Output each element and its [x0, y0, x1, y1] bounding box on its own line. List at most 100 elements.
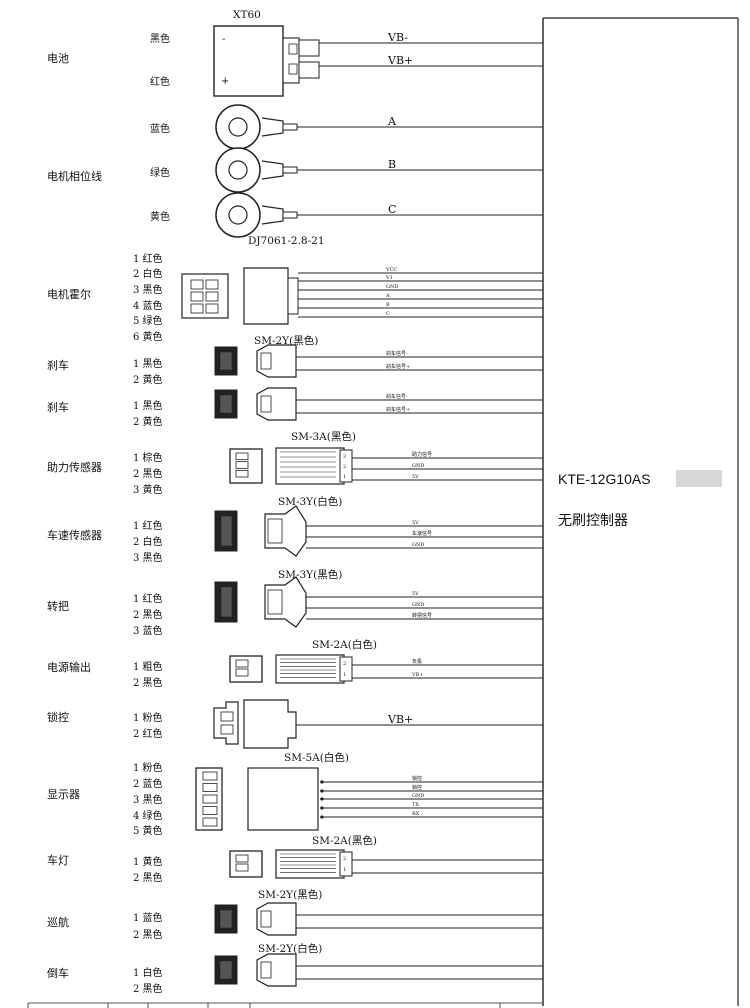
sm2y-female-face [219, 351, 233, 371]
sma-latch [339, 851, 353, 877]
wire-color-label: 2 黑色 [133, 982, 163, 995]
xt60-pin-top [298, 39, 320, 57]
group-label: 转把 [47, 599, 69, 613]
connector-title: SM-3A(黑色) [291, 430, 356, 443]
controller-model: KTE-12G10AS [558, 471, 651, 487]
pin-number: 3 [343, 454, 346, 460]
wire-signal-label: RX [412, 811, 420, 817]
sm2y-female-face [219, 909, 233, 929]
wire-signal-label: GND [386, 284, 398, 290]
wire-color-label: 2 黑色 [133, 467, 163, 480]
wire-signal-label: VB+ [411, 672, 423, 678]
pin-number: 2 [343, 464, 346, 470]
pin-number: 2 [343, 856, 346, 862]
wire-color-label: 黄色 [150, 210, 170, 223]
wire-color-label: 3 黄色 [133, 483, 163, 496]
wire-color-label: 1 粗色 [133, 660, 163, 673]
sma-cavity [235, 854, 249, 863]
sm3y-male [264, 505, 307, 557]
group-label: 车速传感器 [47, 528, 102, 542]
wire-color-label: 4 绿色 [133, 809, 163, 822]
ring-hole [228, 205, 248, 225]
wire-color-label: 1 白色 [133, 966, 163, 979]
wire-signal-label: A [387, 115, 397, 128]
hall-plug-male [243, 267, 289, 325]
sma-latch [339, 449, 353, 483]
sm5a-male [247, 767, 319, 831]
hall-plug-neck [287, 277, 299, 315]
ring-sleeve [282, 123, 298, 131]
ring-hole [228, 117, 248, 137]
group-label: 电池 [47, 52, 69, 65]
wire-color-label: 5 绿色 [133, 314, 163, 327]
wire-color-label: 1 红色 [133, 592, 163, 605]
wire-signal-label: VB+ [387, 54, 413, 67]
ring-hole [228, 160, 248, 180]
hall-pin-cavity [190, 279, 204, 290]
lock-cavity [220, 711, 234, 722]
wire-color-label: 2 红色 [133, 727, 163, 740]
sm3y-male-face [267, 518, 283, 544]
ring-sleeve [282, 166, 298, 174]
xt60-notch [288, 43, 298, 55]
wire-signal-label: 刹车信号- [386, 350, 408, 357]
sma-cavity [235, 469, 249, 478]
wire-color-label: 3 黑色 [133, 793, 163, 806]
redacted-mark [676, 470, 722, 487]
connector-title: SM-2A(白色) [312, 638, 377, 651]
connector-title: SM-2Y(黑色) [254, 334, 318, 347]
wire-signal-label: 助力信号 [412, 451, 432, 458]
sm2y-male-face [260, 961, 272, 979]
group-label: 车灯 [47, 853, 69, 867]
group-label: 刹车 [47, 400, 69, 414]
controller-box: KTE-12G10AS 无刷控制器 [542, 17, 739, 1006]
wire-signal-label: 5V [412, 591, 419, 597]
wire-color-label: 2 黑色 [133, 676, 163, 689]
wire-signal-label: C [386, 311, 390, 317]
wire-color-label: 2 黄色 [133, 373, 163, 386]
wire-color-label: 2 黑色 [133, 928, 163, 941]
wire-signal-label: GND [412, 793, 424, 799]
sm5a-cavity [202, 806, 218, 815]
hall-pin-cavity [190, 303, 204, 314]
pin-number: 1 [343, 474, 346, 480]
hall-plug-female [181, 273, 229, 319]
wire-color-label: 2 黄色 [133, 415, 163, 428]
wire-color-label: 1 黑色 [133, 399, 163, 412]
wire-color-label: 2 蓝色 [133, 777, 163, 790]
wire-signal-label: 锁控 [412, 784, 422, 791]
wire-signal-label: GND [412, 463, 424, 469]
group-label: 电源输出 [47, 660, 91, 674]
wire-signal-label: 锁控 [412, 775, 422, 782]
wire-signal-label: 负极 [412, 658, 422, 665]
wire-signal-label: VB+ [387, 713, 413, 726]
polarity-minus: - [222, 34, 225, 45]
wire-color-label: 1 粉色 [133, 711, 163, 724]
wire-color-label: 1 棕色 [133, 451, 163, 464]
group-label: 刹车 [47, 358, 69, 372]
xt60-pin-bottom [298, 61, 320, 79]
sma-male [275, 447, 345, 485]
wire-color-label: 1 红色 [133, 252, 163, 265]
hall-pin-cavity [205, 303, 219, 314]
wire-signal-label: 刹车信号- [386, 393, 408, 400]
pin-number: 1 [343, 672, 346, 678]
wire-color-label: 3 黑色 [133, 283, 163, 296]
wire-color-label: 4 蓝色 [133, 299, 163, 312]
sm3y-male-face [267, 589, 283, 615]
wire-color-label: 2 黑色 [133, 871, 163, 884]
sm2y-male-face [260, 910, 272, 928]
group-label: 锁控 [47, 710, 69, 724]
lock-plug-female [213, 701, 239, 745]
